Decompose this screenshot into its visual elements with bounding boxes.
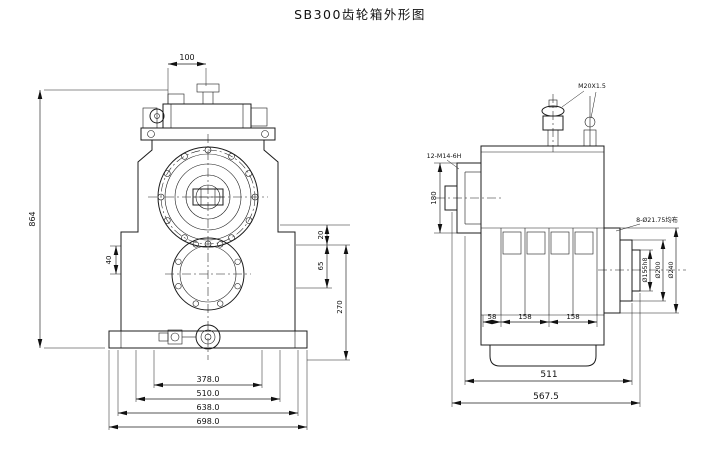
dim-flange-height: 180 [430, 191, 438, 204]
dim-spigot: Ø155h8 [641, 258, 649, 283]
motor-assembly [140, 83, 276, 141]
dim-seg-2: 158 [518, 313, 531, 321]
dim-seg-3: 158 [566, 313, 579, 321]
dim-mid-flange: Ø200 [654, 262, 662, 279]
spacing-dimensions: 58 158 158 [482, 313, 598, 327]
dim-bottom-1: 378.0 [197, 375, 220, 384]
breather-label: M20X1.5 [578, 83, 606, 90]
drain-plug [158, 324, 221, 350]
dim-top-width: 100 [179, 53, 194, 62]
dim-left-offset: 40 [105, 256, 113, 265]
side-body [480, 145, 605, 367]
dim-bottom-3: 638.0 [197, 403, 220, 412]
flange-holes-label: 8-Ø21.75均布 [636, 215, 678, 224]
dim-length: 511 [540, 370, 557, 380]
front-view: 100 864 40 20 65 270 [28, 53, 350, 430]
length-dimensions: 511 567.5 [451, 212, 641, 407]
breather-cap: M20X1.5 [541, 83, 606, 152]
housing-outline [108, 139, 308, 349]
inspection-cover-circle [171, 237, 245, 311]
input-flange-circle [157, 146, 259, 248]
thread-spec-label: 12-M14-6H [427, 153, 462, 160]
dim-bottom-4: 698.0 [197, 417, 220, 426]
drawing-title: SB300齿轮箱外形图 [294, 7, 426, 22]
side-view: M20X1.5 180 12-M14-6H [427, 83, 686, 407]
dim-bottom-2: 510.0 [197, 389, 220, 398]
output-flange: Ø155h8 Ø200 Ø240 8-Ø21.75均布 [598, 215, 686, 314]
dim-outer-flange: Ø240 [667, 262, 675, 279]
dim-right-mid: 65 [317, 262, 325, 271]
dim-right-low: 270 [336, 300, 344, 313]
dim-right-small: 20 [317, 231, 325, 240]
dim-overall-length: 567.5 [533, 392, 559, 402]
input-shaft-flange: 180 12-M14-6H [427, 153, 502, 234]
front-dimensions: 100 864 40 20 65 270 [28, 53, 350, 430]
dim-seg-1: 58 [488, 313, 497, 321]
dim-total-height: 864 [28, 211, 37, 226]
